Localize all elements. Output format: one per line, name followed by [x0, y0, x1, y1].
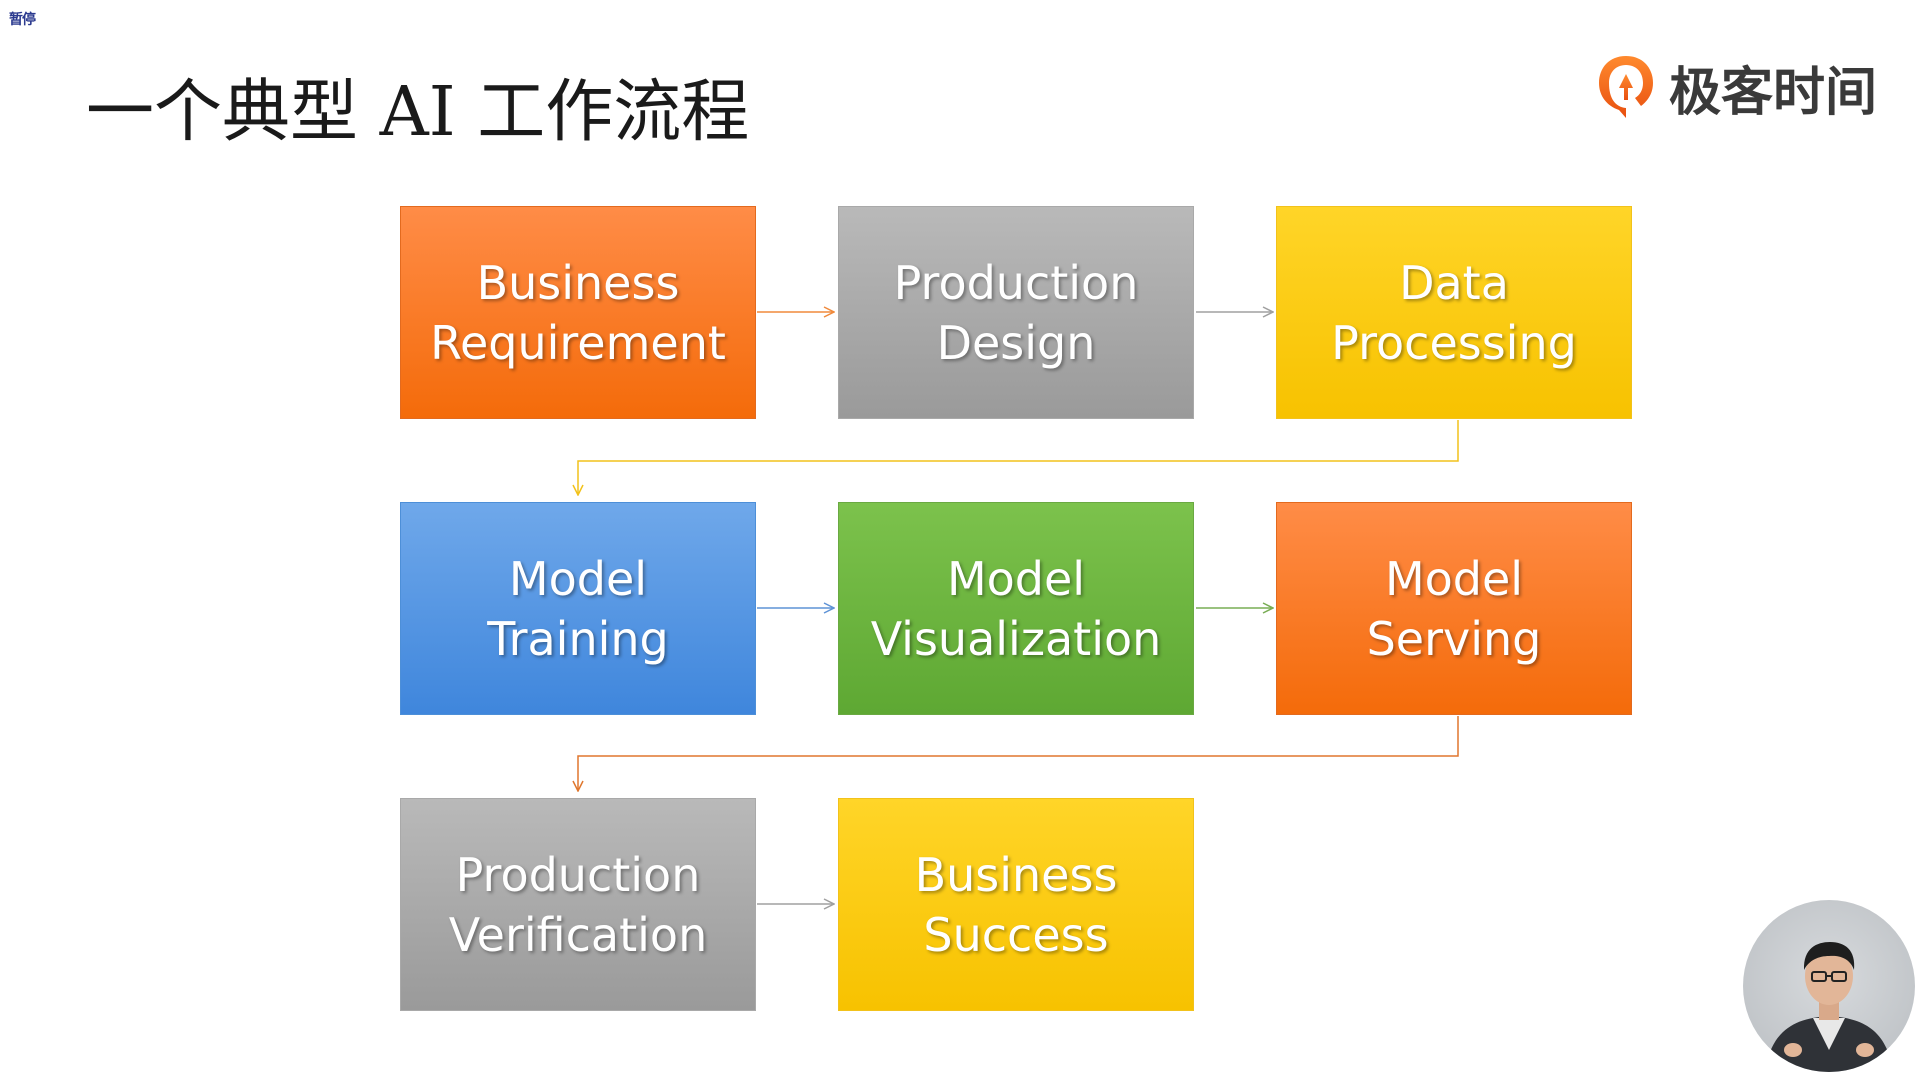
brand-name: 极客时间: [1669, 63, 1878, 123]
step-production-verification: Production Verification: [400, 798, 756, 1011]
geektime-logo-icon: [1595, 52, 1657, 124]
step-model-training: Model Training: [400, 502, 756, 715]
arrow-step6-step7: [578, 716, 1459, 791]
arrow-step3-step4: [578, 420, 1459, 495]
step-label-line2: Verification: [448, 907, 708, 962]
presenter-video[interactable]: [1743, 900, 1915, 1072]
step-label-line2: Processing: [1331, 315, 1577, 370]
step-label-line1: Production: [455, 847, 701, 902]
pause-label[interactable]: 暂停: [9, 12, 36, 28]
step-business-requirement: Business Requirement: [400, 206, 756, 419]
step-label-line1: Production: [893, 255, 1139, 310]
step-label-line1: Model: [1384, 551, 1524, 606]
presenter-avatar-icon: [1765, 942, 1893, 1072]
slide-title: 一个典型 AI 工作流程: [86, 73, 750, 152]
brand-logo: 极客时间: [1595, 50, 1877, 125]
step-label-line2: Requirement: [430, 315, 726, 370]
step-model-visualization: Model Visualization: [838, 502, 1194, 715]
step-label-line2: Serving: [1366, 611, 1542, 666]
step-production-design: Production Design: [838, 206, 1194, 419]
step-model-serving: Model Serving: [1276, 502, 1632, 715]
step-label-line2: Visualization: [870, 611, 1162, 666]
step-label-line1: Data: [1399, 255, 1509, 310]
step-label-line1: Business: [914, 847, 1118, 902]
step-label-line1: Business: [476, 255, 680, 310]
step-label-line1: Model: [508, 551, 648, 606]
step-label-line2: Design: [936, 315, 1096, 370]
step-label-line2: Success: [923, 907, 1109, 962]
step-business-success: Business Success: [838, 798, 1194, 1011]
step-label-line2: Training: [487, 611, 669, 666]
step-label-line1: Model: [946, 551, 1086, 606]
step-data-processing: Data Processing: [1276, 206, 1632, 419]
